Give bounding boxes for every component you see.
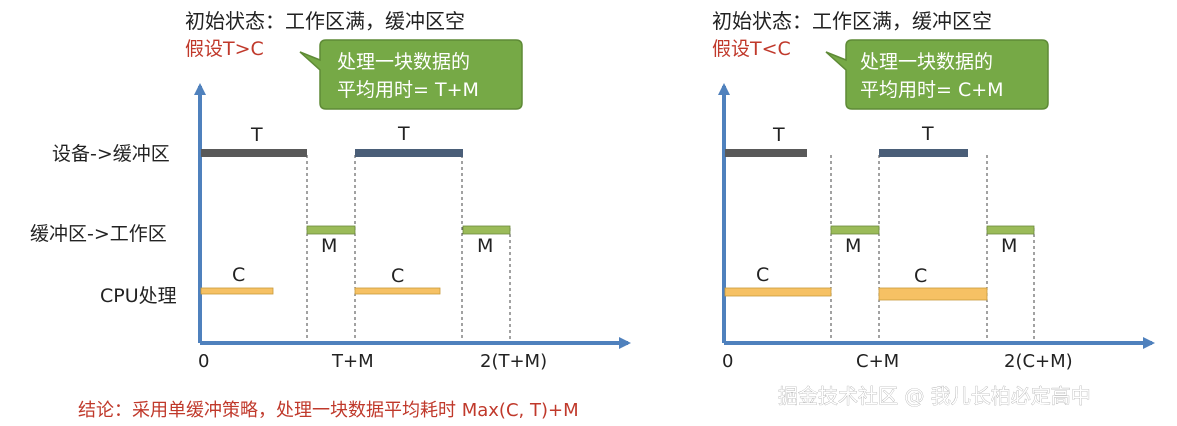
right-x-tick-0: 0 xyxy=(722,351,733,372)
left-callout-line1: 处理一块数据的 xyxy=(337,51,470,73)
right-label-T2: T xyxy=(921,123,934,145)
left-conclusion: 结论：采用单缓冲策略，处理一块数据平均耗时 Max(C, T)+M xyxy=(78,400,579,421)
left-callout: 处理一块数据的 平均用时= T+M xyxy=(299,39,523,110)
right-callout: 处理一块数据的 平均用时= C+M xyxy=(825,39,1049,110)
right-device-bar-2 xyxy=(879,149,968,157)
left-device-bar-1 xyxy=(201,149,307,157)
left-label-T2: T xyxy=(397,123,410,145)
right-label-C1: C xyxy=(756,264,769,286)
left-label-M1: M xyxy=(321,235,337,257)
right-callout-line2: 平均用时= C+M xyxy=(860,79,1004,101)
right-callout-line1: 处理一块数据的 xyxy=(860,51,993,73)
left-label-C2: C xyxy=(391,265,404,287)
row-label-buffer-to-work: 缓冲区->工作区 xyxy=(30,223,167,245)
left-x-tick-2: 2(T+M) xyxy=(480,351,547,372)
left-diagram: 初始状态：工作区满，缓冲区空 假设T>C 处理一块数据的 平均用时= T+M 设… xyxy=(30,9,631,421)
row-label-cpu: CPU处理 xyxy=(100,285,177,307)
left-guides xyxy=(306,155,511,343)
right-label-T1: T xyxy=(772,124,785,146)
left-label-T1: T xyxy=(250,124,263,146)
right-buffer-bar-2 xyxy=(986,225,1035,235)
left-cpu-bar-1 xyxy=(200,287,274,295)
left-label-C1: C xyxy=(232,264,245,286)
right-x-tick-2: 2(C+M) xyxy=(1004,351,1073,372)
right-diagram: 初始状态：工作区满，缓冲区空 假设T<C 处理一块数据的 平均用时= C+M T… xyxy=(712,9,1155,372)
watermark-text: 掘金技术社区 @ 我儿长柏必定高中 xyxy=(778,384,1091,408)
right-label-M1: M xyxy=(845,235,861,257)
left-cpu-bar-2 xyxy=(354,287,441,295)
left-initial-state: 初始状态：工作区满，缓冲区空 xyxy=(185,9,465,33)
left-assumption: 假设T>C xyxy=(185,38,264,60)
right-initial-state: 初始状态：工作区满，缓冲区空 xyxy=(712,9,992,33)
left-x-tick-1: T+M xyxy=(331,351,374,372)
right-label-C2: C xyxy=(914,265,927,287)
right-x-tick-1: C+M xyxy=(856,351,899,372)
right-label-M2: M xyxy=(1001,235,1017,257)
left-buffer-bar-2 xyxy=(462,225,511,235)
right-assumption: 假设T<C xyxy=(712,38,791,60)
right-device-bar-1 xyxy=(725,149,807,157)
right-cpu-bar-1 xyxy=(724,287,832,297)
left-x-tick-0: 0 xyxy=(198,351,209,372)
left-label-M2: M xyxy=(477,235,493,257)
left-device-bar-2 xyxy=(355,149,463,157)
right-guides xyxy=(830,155,1035,343)
row-label-device-to-buffer: 设备->缓冲区 xyxy=(52,143,170,165)
right-cpu-bar-2 xyxy=(878,287,988,301)
left-callout-line2: 平均用时= T+M xyxy=(337,79,479,101)
right-buffer-bar-1 xyxy=(830,225,880,235)
left-buffer-bar-1 xyxy=(306,225,356,235)
